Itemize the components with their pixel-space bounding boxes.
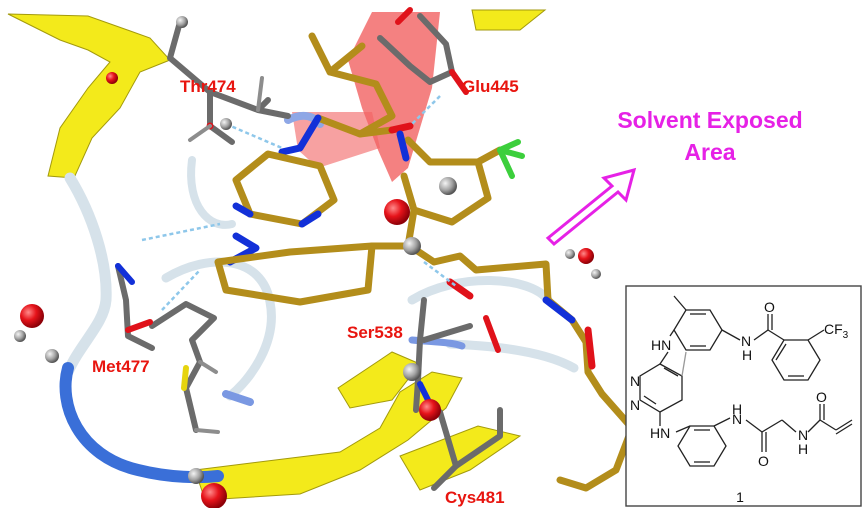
- grey-ball-thr474: [220, 118, 232, 130]
- structure-right-amide-n: N: [798, 427, 808, 443]
- ligand-acrylamide-o: [584, 326, 596, 370]
- ser538-branch: [421, 323, 473, 343]
- solvent-arrow: [545, 167, 637, 247]
- compound-structure-inset: HN N H O CF3 N N HN N H O N H O 1: [625, 285, 862, 507]
- ligand-methyl: [326, 42, 366, 76]
- structure-amide-h: H: [742, 347, 752, 363]
- label-glu445: Glu445: [462, 77, 519, 96]
- water-h-right-2: [591, 269, 601, 279]
- met477-sulfur: [181, 365, 189, 391]
- label-met477: Met477: [92, 357, 150, 376]
- label-ser538: Ser538: [347, 323, 403, 342]
- glu445-oxygen-2: [395, 7, 413, 25]
- structure-pyrimidine-n2: N: [630, 397, 640, 413]
- ligand-amide-n-top: [396, 130, 410, 162]
- ligand-nh-top: [278, 114, 322, 156]
- loop-right: [407, 276, 553, 305]
- water-h-right-1: [565, 249, 575, 259]
- beta-strand-lower-middle: [337, 351, 421, 409]
- solvent-label-line2: Area: [684, 139, 735, 165]
- structure-bonds: [639, 295, 853, 467]
- structure-amide-o: O: [764, 299, 775, 315]
- ligand-pyrimidine-n1: [232, 202, 254, 218]
- ligand-f3: [497, 147, 525, 159]
- hbond-met477-2: [161, 269, 201, 311]
- loop-inner: [187, 156, 236, 229]
- ligand-phenyl-center: [214, 242, 376, 306]
- structure-left-amide-n: N: [732, 411, 742, 427]
- loop-right-lower: [445, 339, 579, 373]
- cys481-chain: [453, 407, 503, 469]
- loop-center: [161, 257, 276, 401]
- structure-right-amide-h: H: [798, 441, 808, 457]
- beta-strand-top-right: [471, 9, 547, 31]
- structure-hn-top: HN: [651, 337, 671, 353]
- inset-frame: [625, 285, 862, 507]
- residue-sticks: [115, 7, 503, 491]
- ligand-amide-c: [356, 126, 396, 138]
- met477-sticks: [115, 263, 155, 351]
- structure-left-amide-o: O: [758, 453, 769, 469]
- oxygen-ball-ser538: [419, 399, 441, 421]
- loop-blue-small-2: [222, 390, 254, 406]
- ligand-cf3-bond: [474, 146, 504, 166]
- ligand-f2: [497, 147, 515, 179]
- structure-cf3: CF3: [824, 321, 849, 341]
- hbond-thr474: [225, 122, 283, 150]
- grey-ball-mid: [403, 237, 421, 255]
- water-oxygen-right: [578, 248, 594, 264]
- atoms: [14, 16, 601, 508]
- water-h-left-2: [45, 349, 59, 363]
- protein-cartoon: [7, 9, 579, 501]
- thr474-methyl: [255, 107, 291, 119]
- loop-left: [62, 172, 112, 378]
- beta-strand-bottom: [194, 371, 463, 501]
- structure-left-amide-h: H: [732, 401, 742, 417]
- structure-compound-number: 1: [736, 489, 744, 505]
- structure-cf3-main: CF: [824, 321, 843, 337]
- structure-amide-n: N: [741, 333, 751, 349]
- oxygen-ball-center: [384, 199, 410, 225]
- water-oxygen-left: [20, 304, 44, 328]
- grey-ball-top-left: [176, 16, 188, 28]
- ser538-o: [483, 315, 501, 353]
- hydrogen-bonds: [141, 95, 457, 311]
- thr474-h2: [188, 124, 212, 142]
- helix-ribbon: [348, 12, 440, 182]
- ligand-acrylamide: [406, 242, 636, 492]
- oxygen-ball-bottom: [201, 483, 227, 508]
- met477-n: [115, 263, 135, 285]
- ligand-toluyl: [308, 32, 396, 138]
- glu445-oxygen: [449, 69, 469, 95]
- beta-strand-top-left: [7, 13, 171, 179]
- met477-h2: [194, 428, 220, 434]
- grey-ball-ser538: [403, 363, 421, 381]
- structure-right-amide-o: O: [816, 389, 827, 405]
- ser538-sticks: [413, 297, 427, 413]
- ligand-amide-o: [388, 122, 414, 134]
- grey-ball-top: [439, 177, 457, 195]
- structure-cf3-sub: 3: [843, 330, 849, 341]
- solvent-arrow-shape: [545, 167, 637, 247]
- solvent-label-line1: Solvent Exposed: [617, 107, 802, 133]
- label-thr474: Thr474: [180, 77, 236, 96]
- ligand-pyrimidine-n2: [298, 210, 322, 228]
- thr474-h1: [256, 76, 264, 112]
- hbond-met477-1: [141, 222, 221, 242]
- structure-hn-bottom: HN: [650, 425, 670, 441]
- structure-pyrimidine-n1: N: [630, 373, 640, 389]
- glu445-sticks: [377, 13, 455, 85]
- ligand-sticks: [214, 32, 636, 492]
- grey-ball-bottom: [188, 468, 204, 484]
- ligand-acrylamide-n: [542, 296, 576, 324]
- met477-h: [198, 360, 218, 374]
- oxygen-ball-top-left: [106, 72, 118, 84]
- met477-o: [125, 319, 153, 333]
- water-h-left-1: [14, 330, 26, 342]
- label-cys481: Cys481: [445, 488, 505, 507]
